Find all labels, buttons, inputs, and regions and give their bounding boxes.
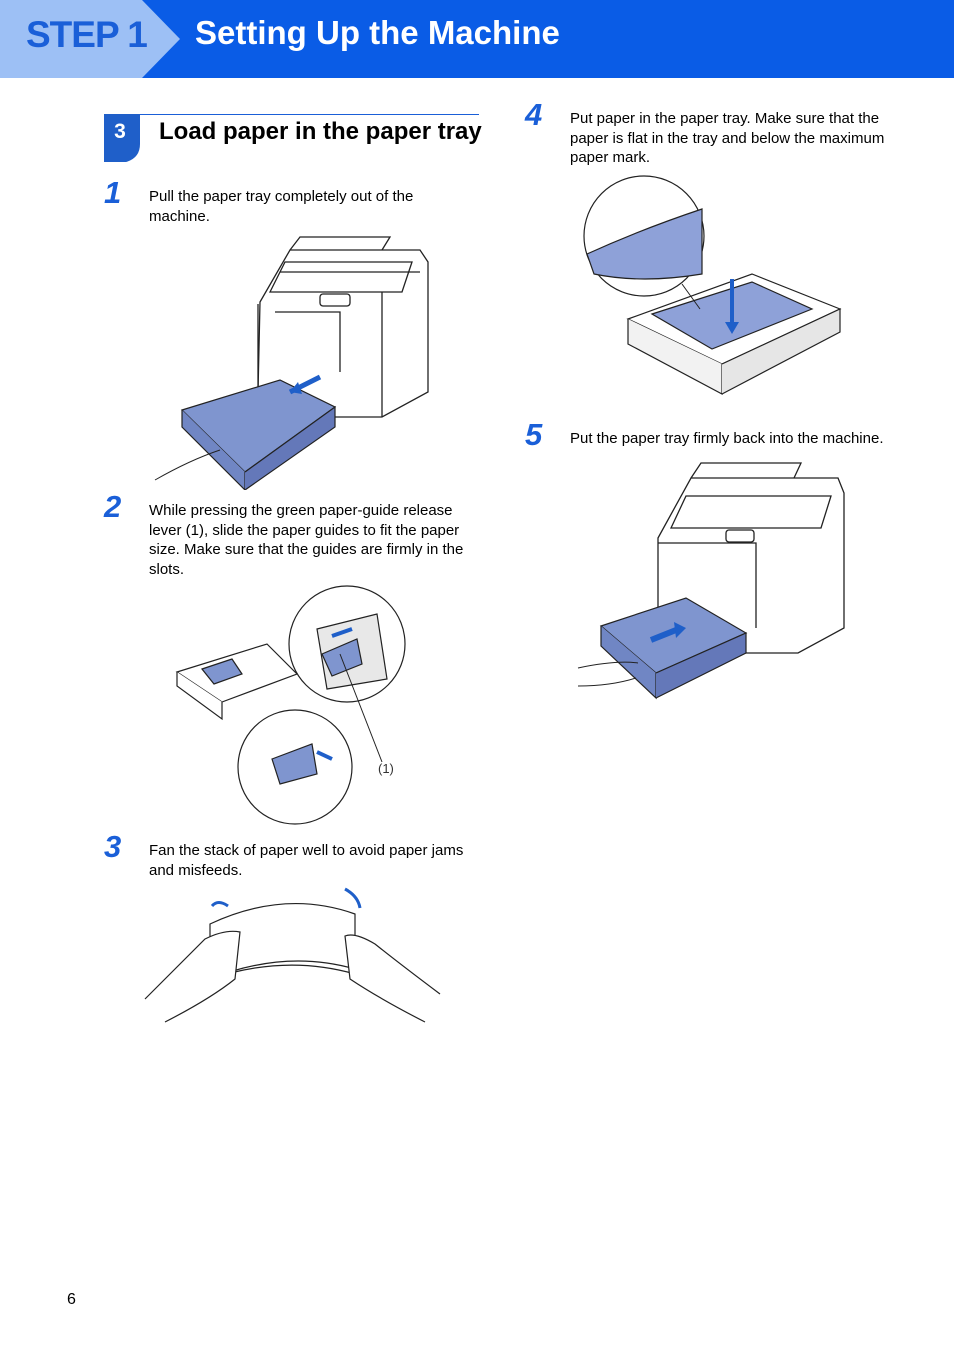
callout-label: (1) [378,761,394,776]
page-number: 6 [67,1291,76,1308]
step-5-number: 5 [525,417,543,452]
step-label: STEP 1 [26,14,148,55]
printer-tray-in-illustration [577,462,845,700]
paper-in-tray-illustration [583,175,842,395]
step-4-text: Put paper in the paper tray. Make sure t… [570,110,885,166]
section-rule [104,114,479,115]
paper-guide-illustration [175,585,406,825]
printer-tray-out-illustration [154,236,429,490]
step-2-text: While pressing the green paper-guide rel… [149,502,464,578]
step-2-number: 2 [104,489,122,524]
step-3-number: 3 [104,829,122,864]
step-4-number: 4 [525,97,543,132]
section-number: 3 [114,120,126,143]
page-title: Setting Up the Machine [195,14,560,51]
section-number-tab [104,114,140,162]
step-1-number: 1 [104,175,122,210]
step-1-text: Pull the paper tray completely out of th… [149,188,414,225]
step-3-text: Fan the stack of paper well to avoid pap… [149,842,464,879]
step-5-text: Put the paper tray firmly back into the … [570,430,884,447]
step-badge [0,0,180,78]
section-title: Load paper in the paper tray [159,118,482,145]
fan-paper-illustration [144,887,441,1023]
